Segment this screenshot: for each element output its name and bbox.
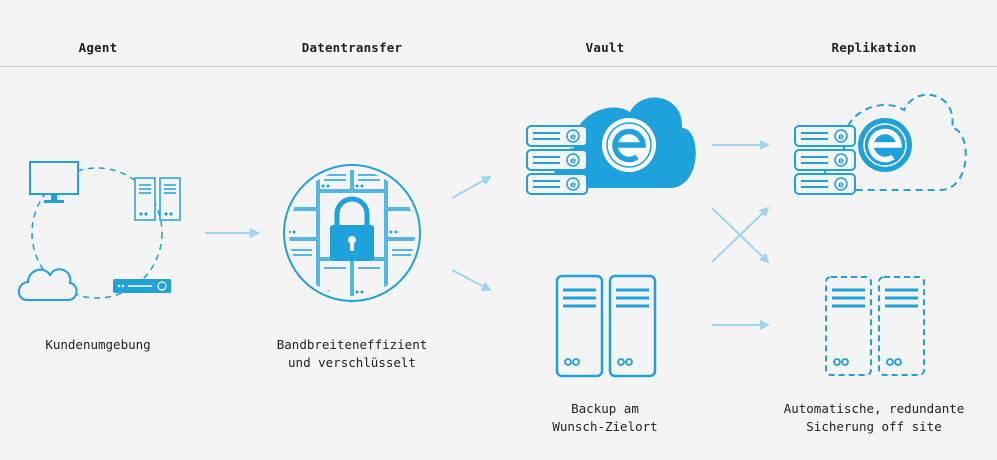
header-datentransfer: Datentransfer <box>301 40 403 55</box>
monitor-icon <box>29 161 79 203</box>
e-logo-icon <box>612 128 646 163</box>
arrow-icon <box>711 206 770 263</box>
caption-transfer-line1: Bandbreiteneffizient <box>276 337 428 352</box>
svg-text:e: e <box>838 181 844 191</box>
padlock-icon <box>330 196 374 261</box>
agent-cluster <box>17 161 181 301</box>
header-vault: Vault <box>585 40 625 55</box>
caption-agent: Kundenumgebung <box>45 336 150 354</box>
header-divider <box>0 66 997 67</box>
replication-local-servers <box>825 276 925 376</box>
caption-vault-line1: Backup am <box>571 401 639 416</box>
header-replikation: Replikation <box>831 40 917 55</box>
replication-arrows <box>711 140 770 330</box>
vault-local-servers <box>555 274 657 378</box>
svg-text:e: e <box>570 181 576 191</box>
caption-vault: Backup am Wunsch-Zielort <box>552 400 657 436</box>
caption-transfer-line2: und verschlüsselt <box>288 355 416 370</box>
caption-agent-line: Kundenumgebung <box>45 337 151 352</box>
server-stack-icon: e e e <box>794 125 856 195</box>
vault-cloud-servers: e e e <box>526 97 696 195</box>
svg-text:e: e <box>838 157 844 167</box>
server-tower-icon <box>134 177 181 221</box>
encrypted-transfer-emblem <box>283 164 421 302</box>
e-logo-icon <box>868 128 902 163</box>
header-agent: Agent <box>78 40 118 55</box>
server-stack-icon: e e e <box>526 125 588 195</box>
svg-text:e: e <box>570 157 576 167</box>
replication-cloud-servers: e e e <box>794 93 967 195</box>
caption-replication: Automatische, redundante Sicherung off s… <box>784 400 965 436</box>
svg-text:e: e <box>570 133 576 143</box>
svg-text:e: e <box>838 133 844 143</box>
caption-replication-line2: Sicherung off site <box>806 419 942 434</box>
caption-vault-line2: Wunsch-Zielort <box>552 419 658 434</box>
arrow-icon <box>451 269 492 291</box>
caption-transfer: Bandbreiteneffizient und verschlüsselt <box>277 336 428 372</box>
caption-replication-line1: Automatische, redundante <box>783 401 965 416</box>
cloud-icon <box>17 268 78 301</box>
arrow-icon <box>451 176 492 199</box>
rack-server-icon <box>113 279 171 293</box>
